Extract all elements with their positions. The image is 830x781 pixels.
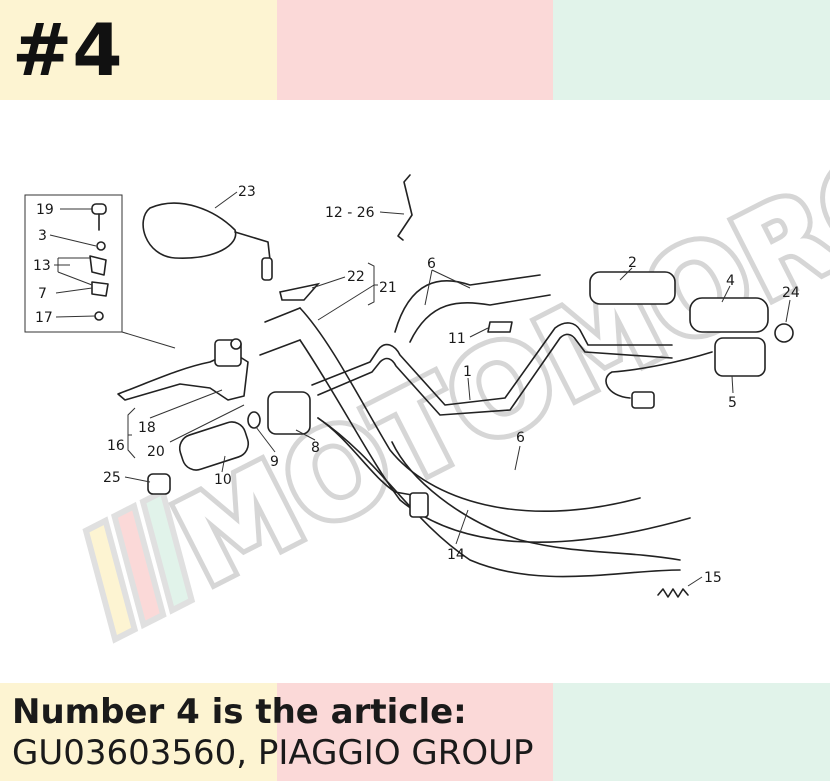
- callout-15: 15: [704, 570, 722, 586]
- clutch-lever-part: [117, 338, 249, 401]
- callout-2: 2: [628, 255, 637, 271]
- callout-1: 1: [463, 364, 472, 380]
- callout-14: 14: [447, 547, 465, 563]
- callout-4: 4: [726, 273, 735, 289]
- bar-end-part: [147, 473, 171, 495]
- handlebar-part: [311, 322, 673, 416]
- callout-19: 19: [36, 202, 54, 218]
- callout-11: 11: [448, 331, 466, 347]
- caption-yellow-block: [0, 683, 277, 781]
- mirror-part: [142, 202, 273, 281]
- caption-band: [0, 683, 830, 781]
- callout-16: 16: [107, 438, 125, 454]
- cable-hook-part: [397, 174, 413, 241]
- leader-lines: [49, 191, 791, 587]
- callout-6-lower: 6: [516, 430, 525, 446]
- cable-set: [299, 274, 691, 578]
- callout-23: 23: [238, 184, 256, 200]
- callout-12-26: 12 - 26: [325, 205, 375, 221]
- callout-18: 18: [138, 420, 156, 436]
- caption-pink-block: [277, 683, 553, 781]
- callout-labels: 19 3 13 7 17 23 12 - 26 22 21 6 2 4 24 1…: [33, 184, 800, 586]
- left-switch-part: [267, 391, 311, 435]
- header-pink-block: [277, 0, 553, 100]
- cable-bracket-part: [279, 282, 321, 301]
- spring-part: [657, 588, 689, 598]
- callout-24: 24: [782, 285, 800, 301]
- header-yellow-block: [0, 0, 277, 100]
- diagram-svg: MOTOMORCIA: [24, 100, 830, 644]
- caption-mint-block: [553, 683, 830, 781]
- cable-adjuster-lower-part: [259, 339, 301, 356]
- caption-title: Number 4 is the article:: [12, 692, 467, 732]
- callout-6-upper: 6: [427, 256, 436, 272]
- callout-25: 25: [103, 470, 121, 486]
- callout-9: 9: [270, 454, 279, 470]
- callout-22: 22: [347, 269, 365, 285]
- callout-5: 5: [728, 395, 737, 411]
- callout-8: 8: [311, 440, 320, 456]
- cable-adjuster-part: [264, 307, 301, 323]
- caption-article-code: GU03603560, PIAGGIO GROUP: [12, 733, 534, 773]
- throttle-grip-part: [589, 271, 794, 409]
- article-number-heading: #4: [12, 8, 123, 92]
- callout-20: 20: [147, 444, 165, 460]
- callout-21: 21: [379, 280, 397, 296]
- inset-box: [24, 194, 176, 349]
- header-band: [0, 0, 830, 100]
- header-mint-block: [553, 0, 830, 100]
- exploded-parts-diagram: MOTOMORCIA: [0, 100, 830, 683]
- callout-17: 17: [35, 310, 53, 326]
- callout-7: 7: [38, 286, 47, 302]
- callout-10: 10: [214, 472, 232, 488]
- callout-3: 3: [38, 228, 47, 244]
- left-grip-part: [178, 421, 250, 471]
- callout-13: 13: [33, 258, 51, 274]
- washer-part: [247, 411, 261, 429]
